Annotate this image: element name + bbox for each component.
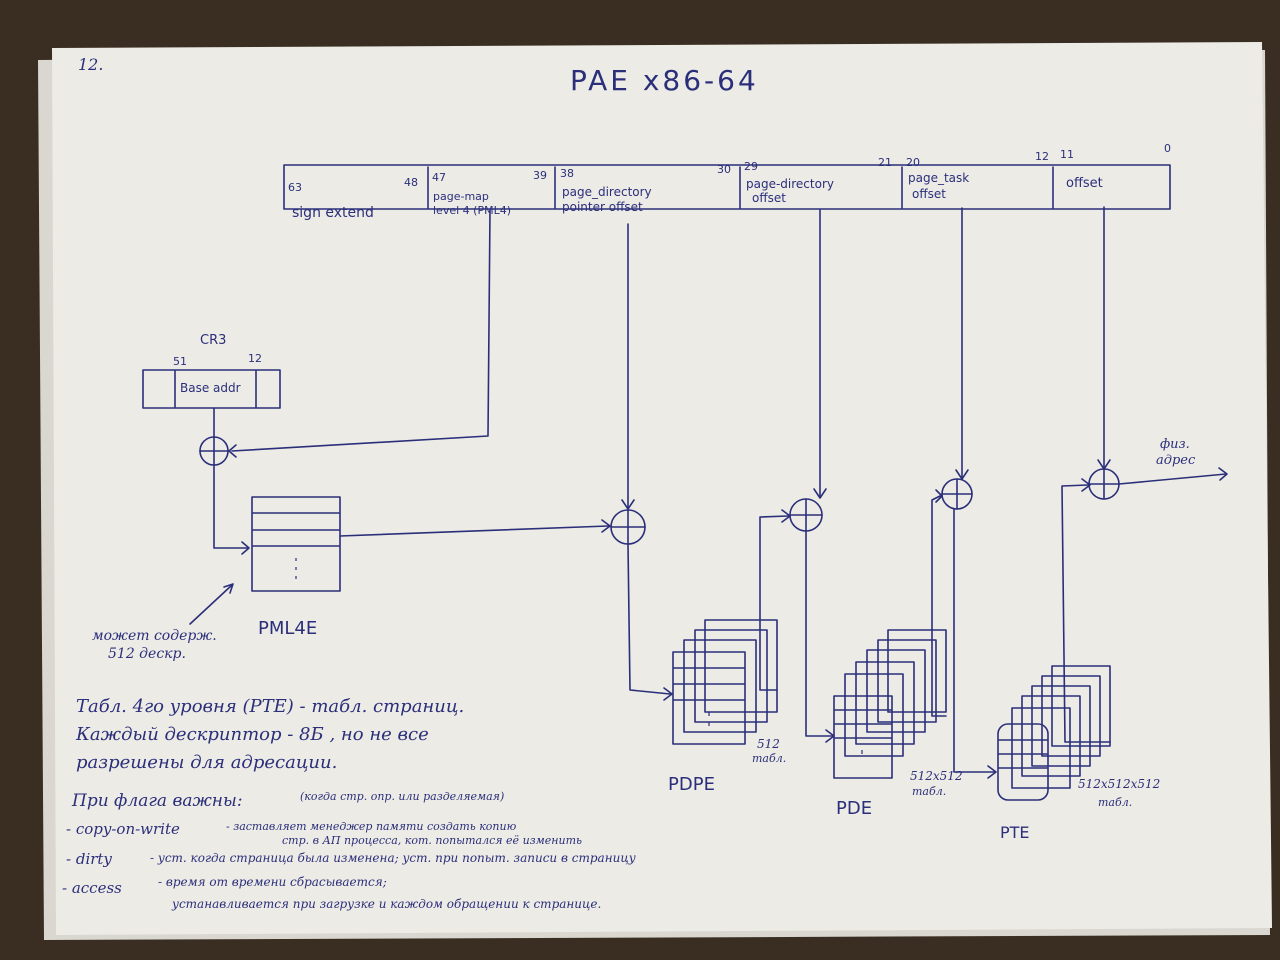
bit-label: 11 bbox=[1060, 148, 1074, 161]
bit-label: 0 bbox=[1164, 142, 1171, 155]
bit-label: 38 bbox=[560, 167, 574, 180]
bit-label: 48 bbox=[404, 176, 418, 189]
bit-label: 63 bbox=[288, 181, 302, 194]
adder-physical bbox=[1088, 468, 1120, 500]
pml4-note-line2: 512 дескр. bbox=[108, 646, 186, 662]
flag-copy-on-write-desc1: - заставляет менеджер памяти создать коп… bbox=[226, 820, 517, 833]
note-line: Каждый дескриптор - 8Б , но не все bbox=[75, 724, 429, 745]
bit-label: 29 bbox=[744, 160, 758, 173]
bit-label: 20 bbox=[906, 156, 920, 169]
address-bar: 63 48 47 39 38 30 29 21 20 12 11 0 sign … bbox=[283, 142, 1171, 221]
field-pdp-line1: page_directory bbox=[562, 185, 652, 199]
field-pd-line1: page-directory bbox=[746, 177, 834, 191]
bit-label: 21 bbox=[878, 156, 892, 169]
flag-access-desc1: - время от времени сбрасывается; bbox=[158, 875, 387, 889]
pte-count-line1: 512x512x512 bbox=[1078, 777, 1160, 791]
flags-header-extra: (когда стр. опр. или разделяемая) bbox=[300, 790, 504, 803]
bit-label: 47 bbox=[432, 171, 446, 184]
notes: Табл. 4го уровня (PTE) - табл. страниц. … bbox=[75, 696, 464, 773]
field-pd-line2: offset bbox=[752, 191, 786, 205]
note-line: разрешены для адресации. bbox=[76, 752, 337, 773]
pde-count-line1: 512x512 bbox=[910, 769, 963, 783]
cr3-register: CR3 51 12 Base addr bbox=[142, 333, 281, 409]
pml4-note-line1: может содерж. bbox=[92, 628, 217, 644]
flag-dirty-desc: - уст. когда страница была изменена; уст… bbox=[150, 851, 636, 865]
flag-dirty: - dirty bbox=[66, 850, 112, 868]
adder-pdpe bbox=[610, 509, 646, 545]
page-title: PAE x86-64 bbox=[570, 64, 759, 97]
phys-addr-line1: физ. bbox=[1160, 437, 1190, 452]
pdpe-count-line2: табл. bbox=[752, 752, 786, 765]
pte-table-stack: PTE 512x512x512 табл. bbox=[997, 665, 1160, 842]
pml4-table: PML4E bbox=[251, 496, 341, 639]
adder-pte bbox=[941, 478, 973, 510]
bit-label: 30 bbox=[717, 163, 731, 176]
flag-access: - access bbox=[62, 879, 122, 897]
field-pml4-line2: level 4 (PML4) bbox=[433, 204, 511, 217]
flags-section: При флага важны: (когда стр. опр. или ра… bbox=[62, 790, 636, 911]
pte-count-line2: табл. bbox=[1098, 796, 1132, 809]
pdpe-table-stack: PDPE 512 табл. bbox=[668, 619, 786, 795]
pte-label: PTE bbox=[1000, 823, 1030, 842]
bit-label: 39 bbox=[533, 169, 547, 182]
field-pml4-line1: page-map bbox=[433, 190, 489, 203]
pdpe-label: PDPE bbox=[668, 774, 715, 795]
pml4-label: PML4E bbox=[258, 618, 317, 639]
page-number: 12. bbox=[78, 55, 103, 74]
field-pt-line2: offset bbox=[912, 187, 946, 201]
field-pdp-line2: pointer offset bbox=[562, 200, 643, 214]
adder-cr3 bbox=[199, 436, 229, 466]
field-sign-extend: sign extend bbox=[292, 205, 374, 221]
cr3-title: CR3 bbox=[200, 333, 226, 348]
flag-copy-on-write-desc2: стр. в АП процесса, кот. попытался её из… bbox=[282, 834, 582, 847]
pde-table-stack: PDE 512x512 табл. bbox=[833, 629, 963, 819]
bit-label: 12 bbox=[1035, 150, 1049, 163]
field-pt-line1: page_task bbox=[908, 171, 969, 185]
adder-pde bbox=[789, 498, 823, 532]
cr3-bit-right: 12 bbox=[248, 352, 262, 365]
pdpe-count-line1: 512 bbox=[757, 737, 780, 751]
cr3-bit-left: 51 bbox=[173, 355, 187, 368]
paper-sheet bbox=[52, 42, 1272, 935]
cr3-base-addr: Base addr bbox=[180, 381, 241, 395]
flag-copy-on-write: - copy-on-write bbox=[66, 820, 180, 838]
flags-header: При флага важны: bbox=[71, 791, 243, 811]
connection-lines bbox=[213, 206, 1228, 779]
phys-addr-line2: адрес bbox=[1156, 453, 1196, 468]
field-offset: offset bbox=[1066, 176, 1103, 191]
pde-label: PDE bbox=[836, 798, 872, 819]
note-line: Табл. 4го уровня (PTE) - табл. страниц. bbox=[76, 696, 464, 717]
pml4-note-arrow bbox=[189, 584, 233, 625]
flag-access-desc2: устанавливается при загрузке и каждом об… bbox=[171, 897, 601, 911]
pde-count-line2: табл. bbox=[912, 785, 946, 798]
